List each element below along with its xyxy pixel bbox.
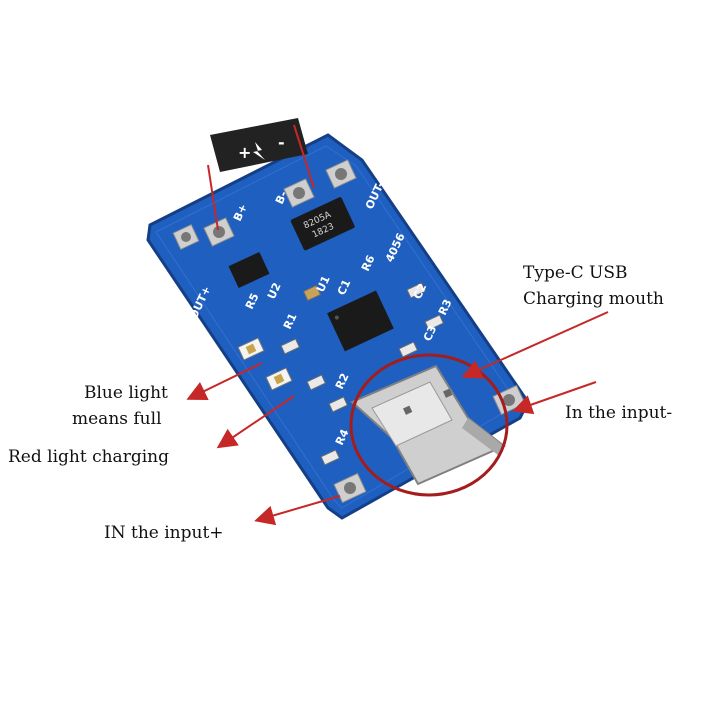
silk-c3: C3 (421, 324, 439, 344)
arrow-type-c (461, 311, 609, 379)
silk-r3: R3 (436, 297, 455, 317)
smd-components (280, 282, 445, 466)
label-input-minus: In the input- (565, 403, 672, 423)
silk-r5: R5 (243, 291, 262, 311)
arrow-red-light (216, 395, 295, 449)
usb-c-highlight-circle (349, 353, 509, 497)
silk-c1: C1 (335, 278, 353, 298)
usb-c-connector (350, 364, 506, 486)
label-blue-light-line1: Blue light (84, 383, 168, 403)
arrow-input-minus (512, 381, 597, 415)
silk-r2: R2 (333, 371, 352, 391)
battery-plus-lead (207, 164, 219, 231)
battery-icon: + - (210, 118, 308, 172)
charger-ic (327, 290, 394, 352)
solder-pads (172, 159, 526, 504)
pcb-b-minus-label: B- (273, 189, 290, 206)
silkscreen-designators: R6 C2 U2 R5 R1 C1 U1 R3 R2 C3 R4 (243, 253, 455, 447)
arrow-input-plus (254, 495, 341, 526)
label-type-c-line1: Type-C USB (523, 263, 628, 283)
led-blue (237, 337, 265, 361)
label-red-light: Red light charging (8, 447, 169, 467)
silk-u2: U2 (265, 281, 284, 302)
silk-u1: U1 (314, 274, 333, 295)
arrow-blue-light (186, 362, 263, 400)
label-blue-light-line2: means full (72, 409, 162, 429)
battery-plus-label: + (238, 143, 251, 162)
silk-r1: R1 (281, 311, 300, 331)
silk-r4: R4 (333, 427, 352, 447)
led-red (265, 367, 293, 391)
protection-ic (228, 251, 270, 289)
label-input-plus: IN the input+ (104, 523, 224, 543)
battery-minus-lead (293, 124, 315, 189)
label-type-c-line2: Charging mouth (523, 289, 664, 309)
silk-c2: C2 (411, 282, 429, 302)
silk-r6: R6 (359, 253, 378, 273)
mosfet-chip: 8205A 1823 (290, 197, 355, 251)
battery-minus-label: - (278, 133, 285, 152)
